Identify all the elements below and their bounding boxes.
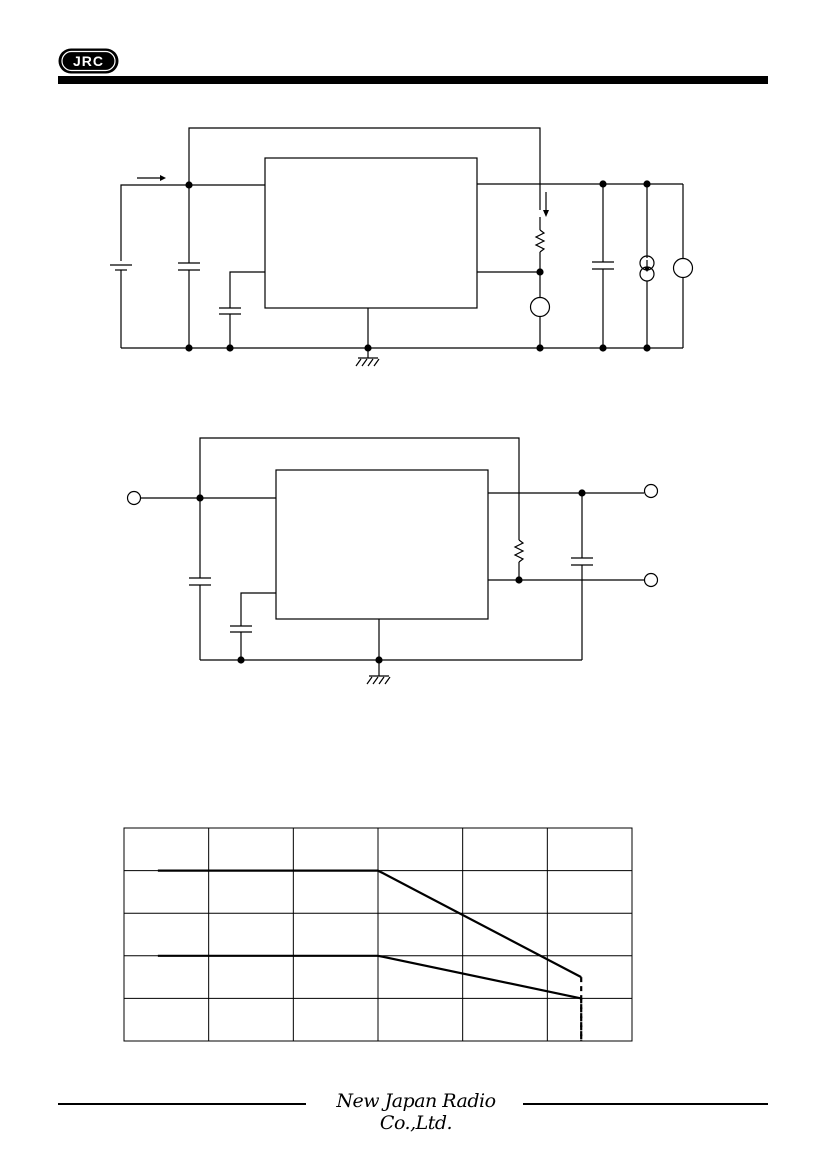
input-terminal-icon bbox=[126, 490, 142, 506]
logo-text: JRC bbox=[72, 53, 104, 69]
input-arrow-icon bbox=[160, 175, 166, 181]
output-terminal-icon bbox=[643, 572, 659, 588]
resistor-icon bbox=[534, 229, 546, 253]
footer: New Japan Radio Co.,Ltd. bbox=[58, 1088, 768, 1134]
voltmeter-circle-icon bbox=[672, 257, 694, 279]
series-line-1 bbox=[157, 869, 582, 979]
ic-block bbox=[275, 469, 489, 620]
chart-plot bbox=[123, 827, 633, 1042]
logo-badge bbox=[58, 48, 119, 74]
current-arrow-icon bbox=[543, 210, 549, 217]
application-circuit-diagram bbox=[110, 428, 690, 698]
junction-dots bbox=[196, 489, 586, 664]
jrc-logo: JRC bbox=[58, 48, 119, 74]
meter-circle-icon bbox=[529, 296, 551, 318]
derating-chart bbox=[110, 820, 650, 1055]
test-circuit-diagram-1 bbox=[100, 120, 720, 380]
series-line-2 bbox=[157, 954, 582, 1000]
feedback-wire bbox=[199, 437, 520, 540]
resistor-icon bbox=[513, 539, 525, 563]
footer-rule-left bbox=[58, 1103, 306, 1105]
junction-dots bbox=[185, 180, 651, 352]
header-rule bbox=[58, 76, 768, 84]
input-wire bbox=[120, 184, 265, 261]
footer-rule-right bbox=[523, 1103, 768, 1105]
company-name: New Japan Radio Co.,Ltd. bbox=[336, 1090, 496, 1134]
ic-block bbox=[264, 157, 478, 309]
feedback-wire bbox=[188, 127, 541, 210]
output-terminal-icon bbox=[643, 483, 659, 499]
